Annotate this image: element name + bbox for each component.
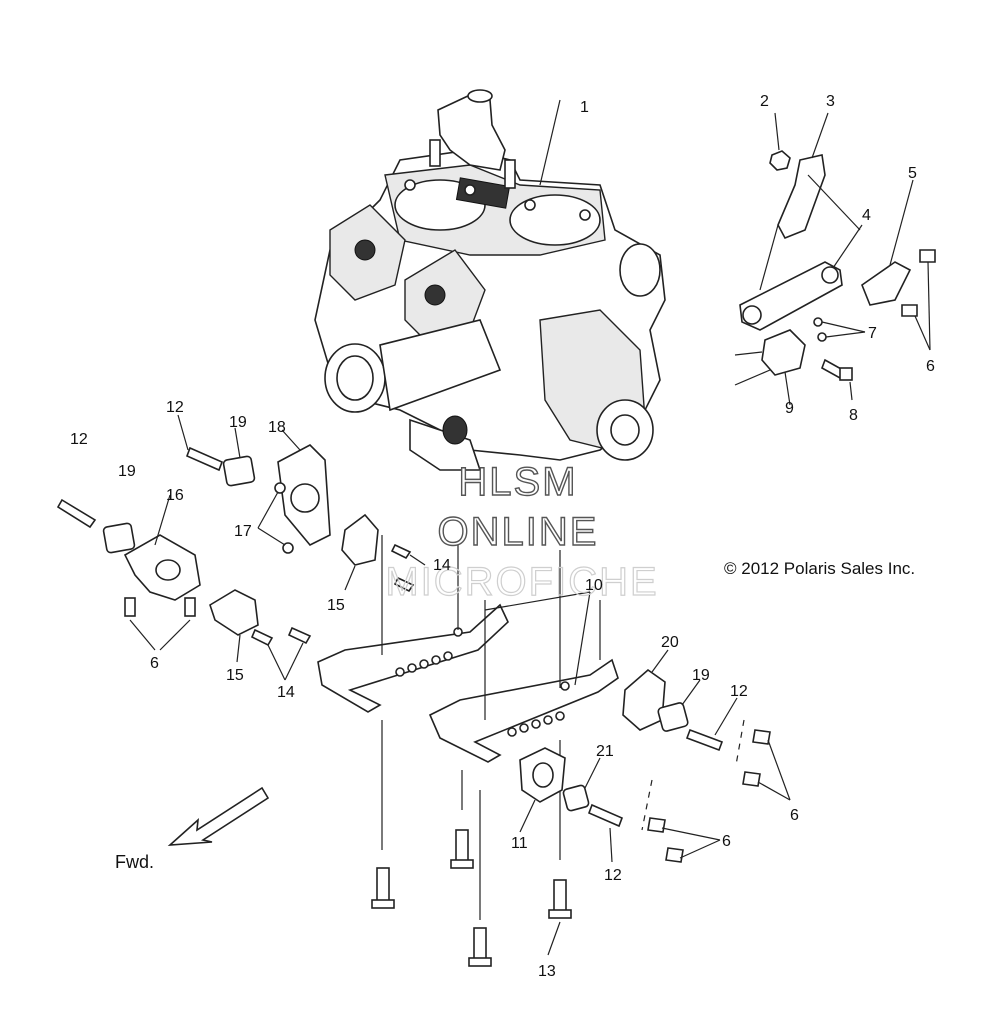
rail-10a [317, 603, 509, 713]
bracket-3 [777, 154, 826, 240]
callout-20: 20 [661, 634, 679, 651]
forward-label: Fwd. [115, 852, 154, 872]
damper-15b [209, 589, 259, 636]
callout-11: 11 [511, 835, 528, 852]
plate-5 [861, 261, 912, 306]
callout-14-upper: 14 [433, 557, 451, 574]
copyright-text: © 2012 Polaris Sales Inc. [724, 559, 915, 578]
callout-8: 8 [849, 407, 858, 424]
callout-6-left: 6 [150, 655, 159, 672]
callout-6-right: 6 [790, 807, 799, 824]
left-mount-assembly [56, 414, 331, 651]
callout-6-upper: 6 [926, 358, 935, 375]
block-9 [761, 329, 806, 376]
mount-20 [622, 668, 666, 731]
callout-17: 17 [234, 523, 252, 540]
damper-15a [341, 513, 379, 566]
callout-21: 21 [596, 743, 614, 760]
callout-9: 9 [785, 400, 794, 417]
lower-mount-assembly [167, 513, 791, 967]
forward-arrow-icon [167, 786, 270, 846]
callout-14-lower: 14 [277, 684, 295, 701]
callout-19-right: 19 [692, 667, 710, 684]
callout-6-lower: 6 [722, 833, 731, 850]
rail-10b [428, 658, 619, 763]
callout-12-upper: 12 [166, 399, 184, 416]
callout-2: 2 [760, 93, 769, 110]
engine-assembly [314, 89, 666, 471]
upper-mount-assembly [734, 112, 936, 406]
watermark-line-1: HLSM [458, 460, 577, 504]
callout-10: 10 [585, 577, 603, 594]
callout-12-left: 12 [70, 431, 88, 448]
callout-18: 18 [268, 419, 286, 436]
callout-15-upper: 15 [327, 597, 345, 614]
callout-12-lower: 12 [604, 867, 622, 884]
watermark-line-2: ONLINE [438, 510, 599, 554]
callout-13: 13 [538, 963, 556, 980]
callout-15-lower: 15 [226, 667, 244, 684]
link-4 [739, 261, 843, 331]
watermark-line-3: MICROFICHE [385, 560, 658, 604]
callout-19-left: 19 [118, 463, 136, 480]
callout-5: 5 [908, 165, 917, 182]
callout-12-right: 12 [730, 683, 748, 700]
callout-4: 4 [862, 207, 871, 224]
watermark: HLSM ONLINE MICROFICHE [385, 459, 658, 604]
callout-1: 1 [580, 99, 589, 116]
callout-16: 16 [166, 487, 184, 504]
callout-19-upper: 19 [229, 414, 247, 431]
nut-2 [769, 150, 791, 171]
callout-7: 7 [868, 325, 877, 342]
callout-3: 3 [826, 93, 835, 110]
callout-labels: 1 2 3 4 5 6 7 8 9 10 11 12 12 12 12 13 1… [70, 93, 935, 980]
